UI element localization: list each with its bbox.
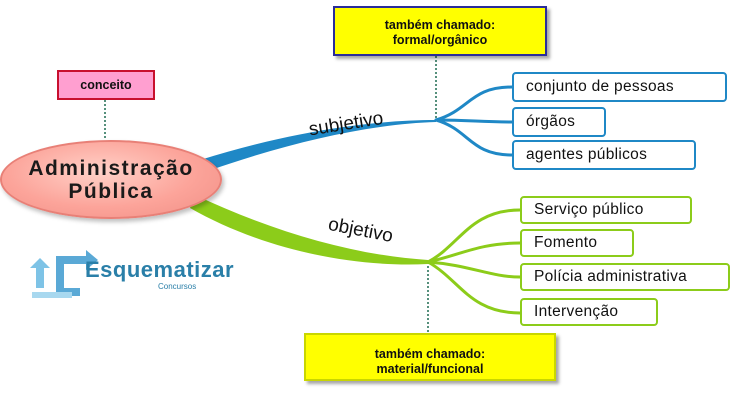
objective-fan-line [426, 260, 522, 279]
objective-callout: também chamado: material/funcional [304, 333, 556, 381]
objective-fan-line [426, 241, 522, 264]
subjective-fan-line [434, 118, 514, 157]
subjective-item-label: conjunto de pessoas [526, 78, 674, 95]
logo-wordmark: Esquematizar [85, 257, 235, 282]
objective-item-label: Serviço público [534, 201, 644, 218]
objective-item-box: Polícia administrativa [520, 263, 730, 291]
objective-item-box: Serviço público [520, 196, 692, 224]
objective-callout-line1: também chamado: [374, 347, 486, 361]
subjective-item-label: agentes públicos [526, 146, 648, 163]
central-node-line1: Administração [28, 156, 194, 180]
subjective-callout: também chamado: formal/orgânico [333, 6, 547, 56]
objective-callout-line2: material/funcional [376, 362, 484, 376]
logo-hook-icon [56, 250, 98, 296]
logo-tagline: Concursos [158, 282, 197, 291]
central-node-line2: Pública [68, 179, 154, 203]
concept-tag: conceito [57, 70, 155, 100]
objective-item-label: Intervenção [534, 303, 619, 320]
subjective-item-box: conjunto de pessoas [512, 72, 727, 102]
central-node: Administração Pública [0, 140, 222, 219]
subjective-item-label: órgãos [526, 113, 576, 130]
esquematizar-logo [30, 250, 98, 298]
logo-arrow-icon [30, 258, 50, 288]
objective-item-box: Fomento [520, 229, 634, 257]
subjective-callout-line2: formal/orgânico [392, 33, 488, 47]
objective-branch [190, 195, 428, 265]
objective-fan-line [426, 208, 522, 264]
objective-item-label: Fomento [534, 234, 598, 251]
objective-item-box: Intervenção [520, 298, 658, 326]
subjective-item-box: agentes públicos [512, 140, 696, 170]
objective-fan-line [426, 260, 522, 315]
subjective-branch-label: subjetivo [307, 108, 384, 140]
subjective-callout-line1: também chamado: [384, 18, 496, 32]
subjective-fan-line [434, 118, 514, 124]
objective-branch-label: objetivo [326, 214, 394, 247]
subjective-item-box: órgãos [512, 107, 606, 137]
subjective-fan-line [434, 85, 514, 122]
logo-base-icon [32, 292, 72, 298]
objective-item-label: Polícia administrativa [534, 268, 688, 285]
